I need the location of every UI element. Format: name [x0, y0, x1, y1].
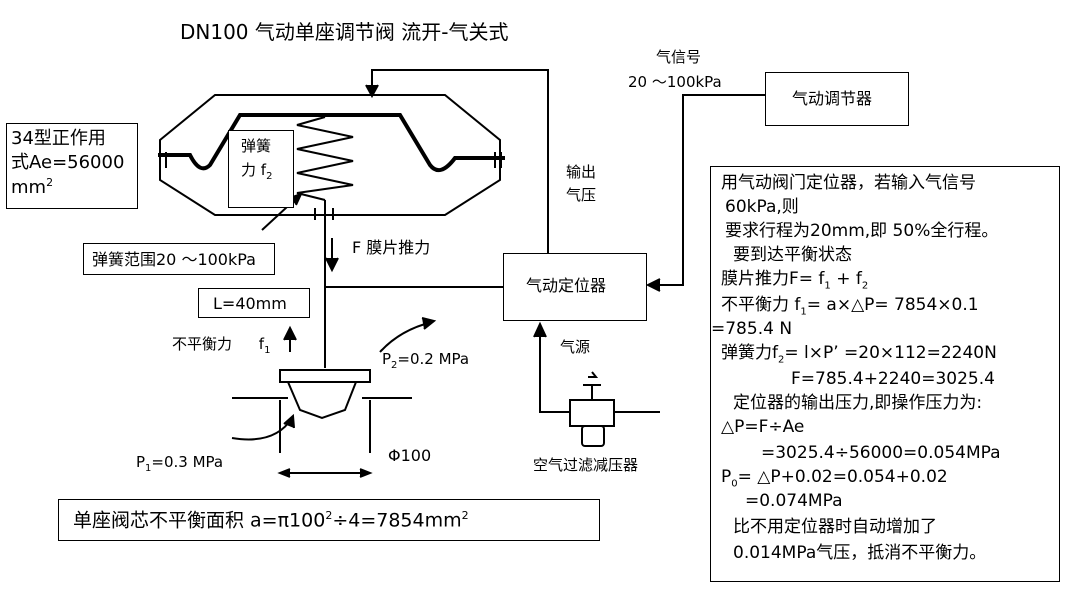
p2-sub: 2	[391, 360, 398, 371]
calc-l8-b: = l×P’ =20×112=2240N	[784, 343, 997, 363]
calc-line-11: △P=F÷Ae	[721, 417, 805, 437]
positioner-label: 气动定位器	[526, 276, 607, 295]
spring-force-label: 弹簧 力 f2	[228, 130, 294, 208]
thrust-label: F 膜片推力	[352, 238, 431, 257]
calc-line-14: =0.074MPa	[745, 491, 843, 511]
area-formula-b: ÷4=7854mm	[332, 509, 462, 532]
spring-f-sub: 2	[266, 171, 273, 182]
p2-p: P	[382, 350, 392, 368]
p1-value: =0.3 MPa	[151, 453, 224, 471]
p1-p: P	[136, 453, 146, 471]
calc-line-12: =3025.4÷56000=0.054MPa	[761, 443, 1001, 463]
spring-range: 弹簧范围20 ～100kPa	[92, 250, 256, 269]
diameter-label: Φ100	[388, 446, 432, 465]
filter-regulator-body	[569, 399, 615, 427]
spring-label-line1: 弹簧	[241, 137, 272, 155]
calc-line-1: 用气动阀门定位器，若输入气信号	[721, 173, 976, 193]
p1-label: P1=0.3 MPa	[136, 455, 223, 474]
diaphragm-unit-sup: 2	[46, 176, 54, 189]
page-title: DN100 气动单座调节阀 流开-气关式	[180, 20, 509, 44]
spring-coil	[296, 116, 354, 201]
output-pressure-line	[371, 69, 549, 253]
area-formula-box: 单座阀芯不平衡面积 a=π1002÷4=7854mm2	[58, 499, 600, 541]
filter-label: 空气过滤减压器	[533, 456, 639, 474]
calc-line-7: =785.4 N	[711, 319, 793, 339]
output-label-2: 气压	[566, 186, 597, 204]
calc-line-16: 0.014MPa气压，抵消不平衡力。	[733, 543, 987, 563]
unbalance-f-sub: 1	[264, 345, 271, 356]
calc-line-13: P0= △P+0.02=0.054+0.02	[721, 467, 948, 490]
calc-l6-s1: 1	[800, 306, 807, 318]
calc-l5-b: + f	[830, 269, 862, 289]
diaphragm-type-line1: 34型正作用	[11, 128, 106, 149]
supply-line	[539, 325, 570, 413]
calc-line-10: 定位器的输出压力,即操作压力为:	[733, 393, 983, 413]
calc-line-8: 弹簧力f2= l×P’ =20×112=2240N	[721, 343, 997, 366]
calc-l8-s1: 2	[778, 354, 785, 366]
calc-l5-s1: 1	[824, 280, 831, 292]
calculation-box: 用气动阀门定位器，若输入气信号 60kPa,则 要求行程为20mm,即 50%全…	[710, 166, 1060, 582]
p2-label: P2=0.2 MPa	[382, 352, 469, 371]
valve-body	[232, 397, 412, 453]
calc-l8-a: 弹簧力f	[721, 343, 778, 363]
calc-line-6: 不平衡力 f1= a×△P= 7854×0.1	[721, 295, 979, 318]
calc-line-2: 60kPa,则	[725, 197, 799, 217]
unbalance-text: 不平衡力	[172, 335, 233, 353]
calc-line-4: 要到达平衡状态	[733, 245, 852, 265]
calc-l6-b: = a×△P= 7854×0.1	[806, 295, 979, 315]
area-sup1: 2	[325, 509, 333, 522]
calc-l13-a: P	[721, 467, 732, 487]
diaphragm-type-label: 34型正作用 式Ae=56000 mm2	[6, 123, 138, 209]
calc-line-9: F=785.4+2240=3025.4	[791, 369, 995, 389]
spring-range-box: 弹簧范围20 ～100kPa	[83, 243, 275, 275]
calc-l13-b: = △P+0.02=0.054+0.02	[737, 467, 948, 487]
calc-l5-a: 膜片推力F= f	[721, 269, 825, 289]
diaphragm-type-line2: 式Ae=56000	[11, 152, 125, 173]
pneumatic-controller: 气动调节器	[765, 72, 909, 126]
signal-label-1: 气信号	[656, 48, 702, 66]
p1-sub: 1	[145, 463, 152, 474]
controller-label: 气动调节器	[792, 89, 873, 108]
pneumatic-positioner: 气动定位器	[503, 253, 647, 321]
valve-plug	[287, 381, 357, 420]
valve-plug-head	[279, 369, 371, 383]
spring-label-line2: 力 f2	[241, 161, 272, 183]
unbalance-f: f	[258, 335, 265, 353]
area-formula: 单座阀芯不平衡面积 a=π1002÷4=7854mm2	[73, 509, 469, 532]
diaphragm	[158, 113, 505, 173]
area-formula-a: 单座阀芯不平衡面积 a=π100	[73, 509, 326, 532]
signal-label-2: 20 ～100kPa	[628, 73, 722, 91]
p2-value: =0.2 MPa	[397, 350, 470, 368]
diaphragm-unit: mm	[11, 177, 47, 198]
diaphragm-type-line3: mm2	[11, 176, 53, 199]
unbalance-label: 不平衡力 f1	[172, 337, 270, 356]
air-source-label: 气源	[560, 338, 591, 356]
stroke-length: L=40mm	[213, 294, 287, 313]
actuator-housing	[159, 94, 501, 216]
stroke-box: L=40mm	[198, 288, 310, 318]
calc-l6-a: 不平衡力 f	[721, 295, 801, 315]
calc-l13-s1: 0	[731, 478, 738, 490]
output-label-1: 输出	[566, 163, 597, 181]
area-sup2: 2	[461, 509, 469, 522]
calc-line-5: 膜片推力F= f1 + f2	[721, 269, 868, 292]
calc-line-15: 比不用定位器时自动增加了	[733, 517, 937, 537]
signal-line	[648, 94, 765, 286]
spring-f: 力 f	[241, 161, 267, 179]
calc-l5-s2: 2	[861, 280, 869, 292]
calc-line-3: 要求行程为20mm,即 50%全行程。	[725, 221, 999, 241]
